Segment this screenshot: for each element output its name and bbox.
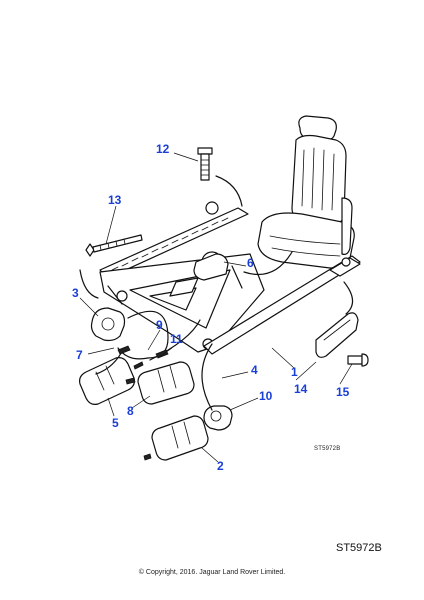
diagram-reference-code: ST5972B xyxy=(336,542,382,554)
callout-9: 9 xyxy=(156,318,163,332)
callout-leaders xyxy=(79,152,353,463)
screw-part-15 xyxy=(347,353,369,367)
seat-rail-lower xyxy=(203,255,361,355)
callout-2: 2 xyxy=(217,459,224,473)
indicator-curves xyxy=(79,175,354,315)
callout-10: 10 xyxy=(259,389,273,403)
motor-part-3 xyxy=(90,307,126,342)
copyright-notice: © Copyright, 2016. Jaguar Land Rover Lim… xyxy=(138,569,286,576)
callout-3: 3 xyxy=(72,286,79,300)
callout-13: 13 xyxy=(108,193,122,207)
bolt-part-13 xyxy=(85,234,143,257)
callout-12: 12 xyxy=(156,142,170,156)
bolt-part-12 xyxy=(197,147,213,181)
callout-11: 11 xyxy=(170,332,183,346)
motor-part-6 xyxy=(193,253,229,281)
motor-part-2 xyxy=(151,415,209,461)
callout-8: 8 xyxy=(127,404,134,418)
callout-15: 15 xyxy=(336,385,350,399)
callout-6: 6 xyxy=(247,256,254,270)
seat-illustration xyxy=(257,115,355,269)
diagram-reference-small: ST5972B xyxy=(314,446,341,452)
fasteners-7-9-11 xyxy=(117,345,169,461)
callout-4: 4 xyxy=(251,363,258,377)
callout-7: 7 xyxy=(76,348,83,362)
gearbox-part-10 xyxy=(203,405,233,431)
trim-cover-part-14 xyxy=(315,312,359,358)
callout-14: 14 xyxy=(294,382,308,396)
callout-1: 1 xyxy=(291,365,298,379)
callout-5: 5 xyxy=(112,416,119,430)
seat-frame-main xyxy=(99,251,265,353)
motor-part-8 xyxy=(137,361,195,405)
